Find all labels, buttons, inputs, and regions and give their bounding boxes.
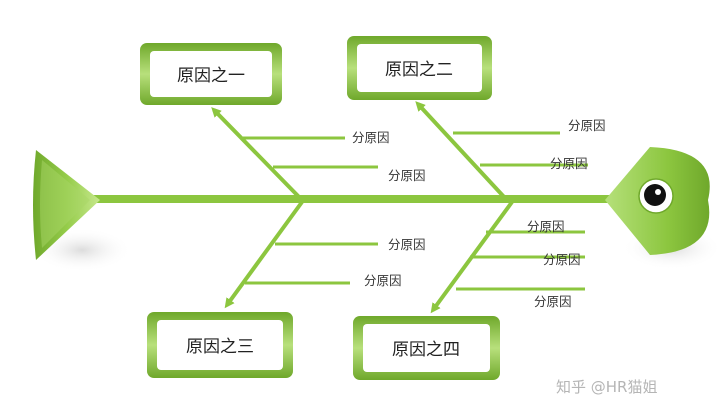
subcause-label-4c: 分原因: [534, 294, 572, 309]
eye-glint: [655, 189, 661, 195]
subcause-label-3b: 分原因: [364, 273, 402, 288]
cause-box-1: 原因之一: [140, 43, 282, 105]
cause-label-1: 原因之一: [177, 66, 245, 86]
subcause-label-4b: 分原因: [543, 252, 581, 267]
subcause-label-2b: 分原因: [550, 156, 588, 171]
subcause-label-4a: 分原因: [527, 219, 565, 234]
subcause-label-2a: 分原因: [568, 118, 606, 133]
watermark: 知乎 @HR猫姐: [556, 378, 657, 396]
subcause-label-3a: 分原因: [388, 237, 426, 252]
cause-box-4: 原因之四: [353, 316, 500, 380]
cause-box-3: 原因之三: [147, 312, 293, 378]
bone-cause-1: [211, 107, 302, 200]
subcause-label-1a: 分原因: [352, 130, 390, 145]
cause-box-2: 原因之二: [347, 36, 492, 100]
tail-highlight: [40, 160, 90, 248]
cause-label-2: 原因之二: [385, 60, 453, 80]
bone-cause-3: [224, 200, 304, 309]
bone-cause-2: [415, 101, 507, 200]
cause-label-3: 原因之三: [186, 337, 254, 357]
spine: [92, 195, 622, 203]
subcause-label-1b: 分原因: [388, 168, 426, 183]
cause-label-4: 原因之四: [392, 340, 460, 360]
fish-pupil: [644, 184, 666, 206]
